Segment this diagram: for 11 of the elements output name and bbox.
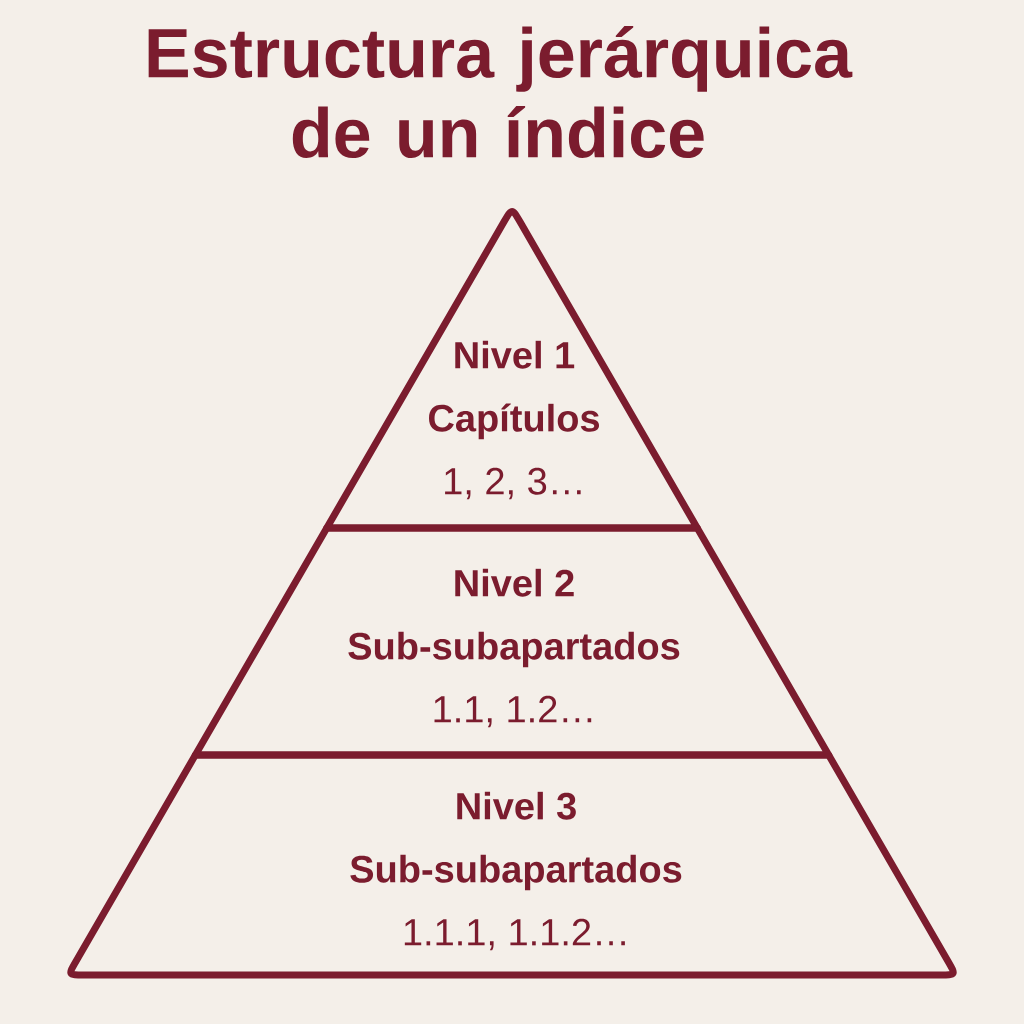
level-heading: Nivel 2 — [455, 568, 574, 597]
title: Estructura jerárquica de un índice — [148, 26, 853, 158]
level-name: Sub-subapartados — [350, 854, 682, 891]
number-range: 1.1.1, 1.1.2… — [404, 918, 625, 951]
number-range: 1.1, 1.2… — [434, 695, 592, 728]
level-heading: Nivel 1 — [455, 340, 575, 369]
level-name: Capítulos — [429, 403, 599, 440]
level-name: Sub-subapartados — [348, 631, 680, 668]
level-heading: Nivel 3 — [457, 791, 576, 820]
pyramid-tier — [67, 751, 957, 979]
number-range: 1, 2, 3… — [445, 467, 581, 500]
